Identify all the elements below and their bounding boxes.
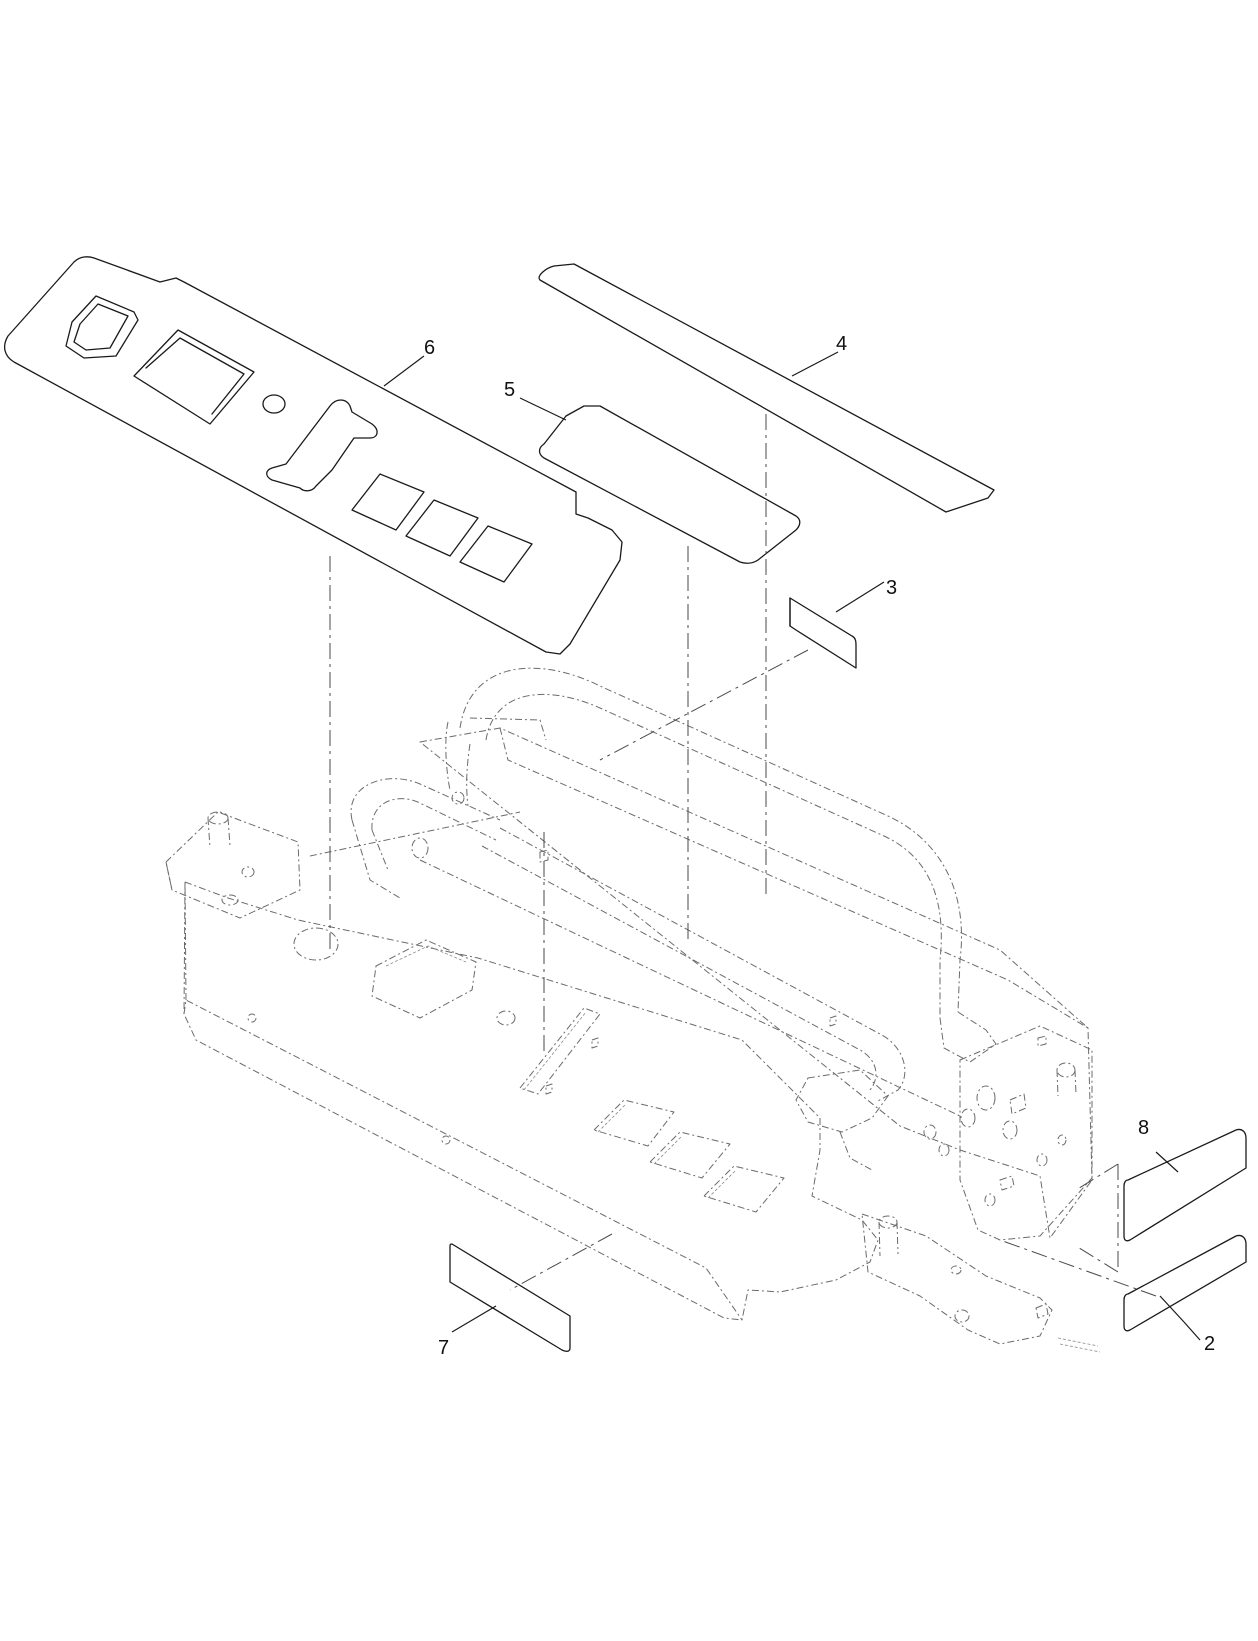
callout-7-label: 7 <box>438 1337 449 1359</box>
decal-part-8 <box>1123 1128 1247 1242</box>
decal-part-4 <box>538 263 995 513</box>
callout-3-label: 3 <box>886 577 897 599</box>
callout-7: 7 <box>438 1305 497 1359</box>
callout-8-label: 8 <box>1138 1117 1149 1139</box>
assembly-centerlines <box>329 414 1157 1297</box>
callout-6: 6 <box>383 337 435 387</box>
decal-part-5 <box>538 405 801 564</box>
callout-8: 8 <box>1138 1117 1179 1173</box>
callout-5: 5 <box>504 379 567 421</box>
callout-4-label: 4 <box>836 333 847 355</box>
frame-assembly-phantom <box>165 667 1101 1353</box>
callout-5-label: 5 <box>504 379 515 401</box>
callout-3: 3 <box>835 577 897 613</box>
decal-part-6 <box>3 256 623 655</box>
callout-2: 2 <box>1159 1295 1215 1355</box>
callout-6-label: 6 <box>424 337 435 359</box>
callout-2-label: 2 <box>1204 1333 1215 1355</box>
callout-4: 4 <box>791 333 847 377</box>
decal-part-3 <box>789 597 857 669</box>
decal-part-2 <box>1123 1234 1247 1332</box>
decal-part-7 <box>449 1243 571 1352</box>
